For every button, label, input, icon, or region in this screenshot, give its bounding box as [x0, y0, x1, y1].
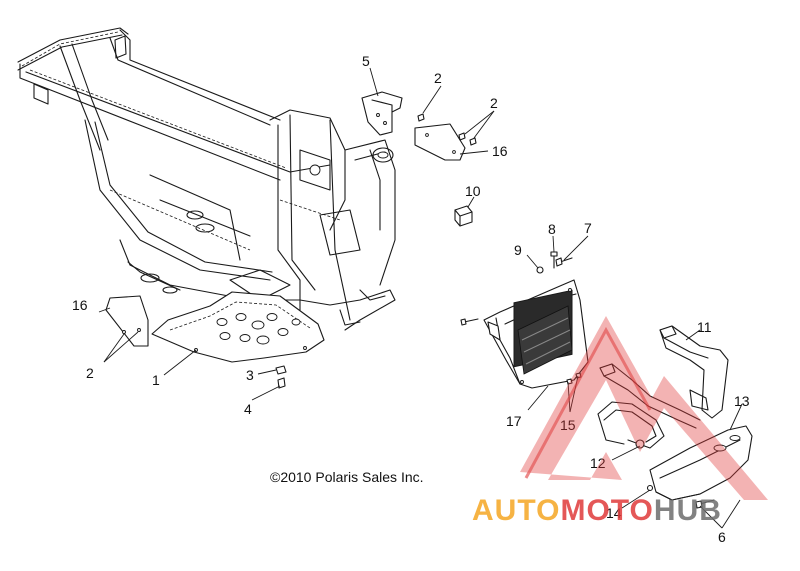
watermark-logo: AUTOMOTOHUB [472, 316, 768, 527]
part-11-bumper [599, 325, 729, 429]
copyright-text: ©2010 Polaris Sales Inc. [270, 469, 424, 485]
callout-16-upper: 16 [492, 143, 508, 159]
callout-3: 3 [246, 367, 254, 383]
callout-5: 5 [362, 53, 370, 69]
callout-1: 1 [152, 372, 160, 388]
part-17-grille [483, 279, 589, 389]
callout-4: 4 [244, 401, 252, 417]
callout-13: 13 [734, 393, 750, 409]
callout-14: 14 [606, 505, 622, 521]
callout-10: 10 [465, 183, 481, 199]
part-13-front-skid [649, 425, 753, 501]
frame-assembly [17, 27, 396, 331]
callout-17: 17 [506, 413, 522, 429]
leader-lines [98, 67, 743, 529]
part-2-fasteners-upper [417, 113, 477, 146]
watermark-auto: AUTO [472, 494, 560, 527]
part-12-lower-bar [597, 401, 665, 449]
callout-6: 6 [718, 529, 726, 545]
part-1-skid-plate [151, 291, 325, 363]
part-16-lower-panel [105, 295, 149, 347]
part-7-8-9-fasteners [460, 251, 573, 326]
callout-16-lower: 16 [72, 297, 88, 313]
watermark-moto: MOTO [560, 494, 653, 527]
watermark-text: AUTOMOTOHUB [472, 494, 722, 527]
callout-7: 7 [584, 220, 592, 236]
callout-12: 12 [590, 455, 606, 471]
part-5-bracket [361, 91, 403, 136]
callout-labels: 5 2 2 16 10 9 8 7 16 2 1 3 4 11 17 15 13… [72, 53, 750, 545]
callout-9: 9 [514, 242, 522, 258]
callout-11: 11 [697, 319, 712, 335]
part-3-4-fasteners [275, 365, 287, 389]
watermark-triangle [520, 316, 768, 500]
part-10-block [454, 205, 473, 227]
callout-8: 8 [548, 221, 556, 237]
part-16-upper-panel [414, 123, 466, 161]
callout-2-top: 2 [434, 70, 442, 86]
watermark-hub: HUB [654, 494, 722, 527]
callout-15: 15 [560, 417, 576, 433]
callout-2-right: 2 [490, 95, 498, 111]
callout-2-left: 2 [86, 365, 94, 381]
